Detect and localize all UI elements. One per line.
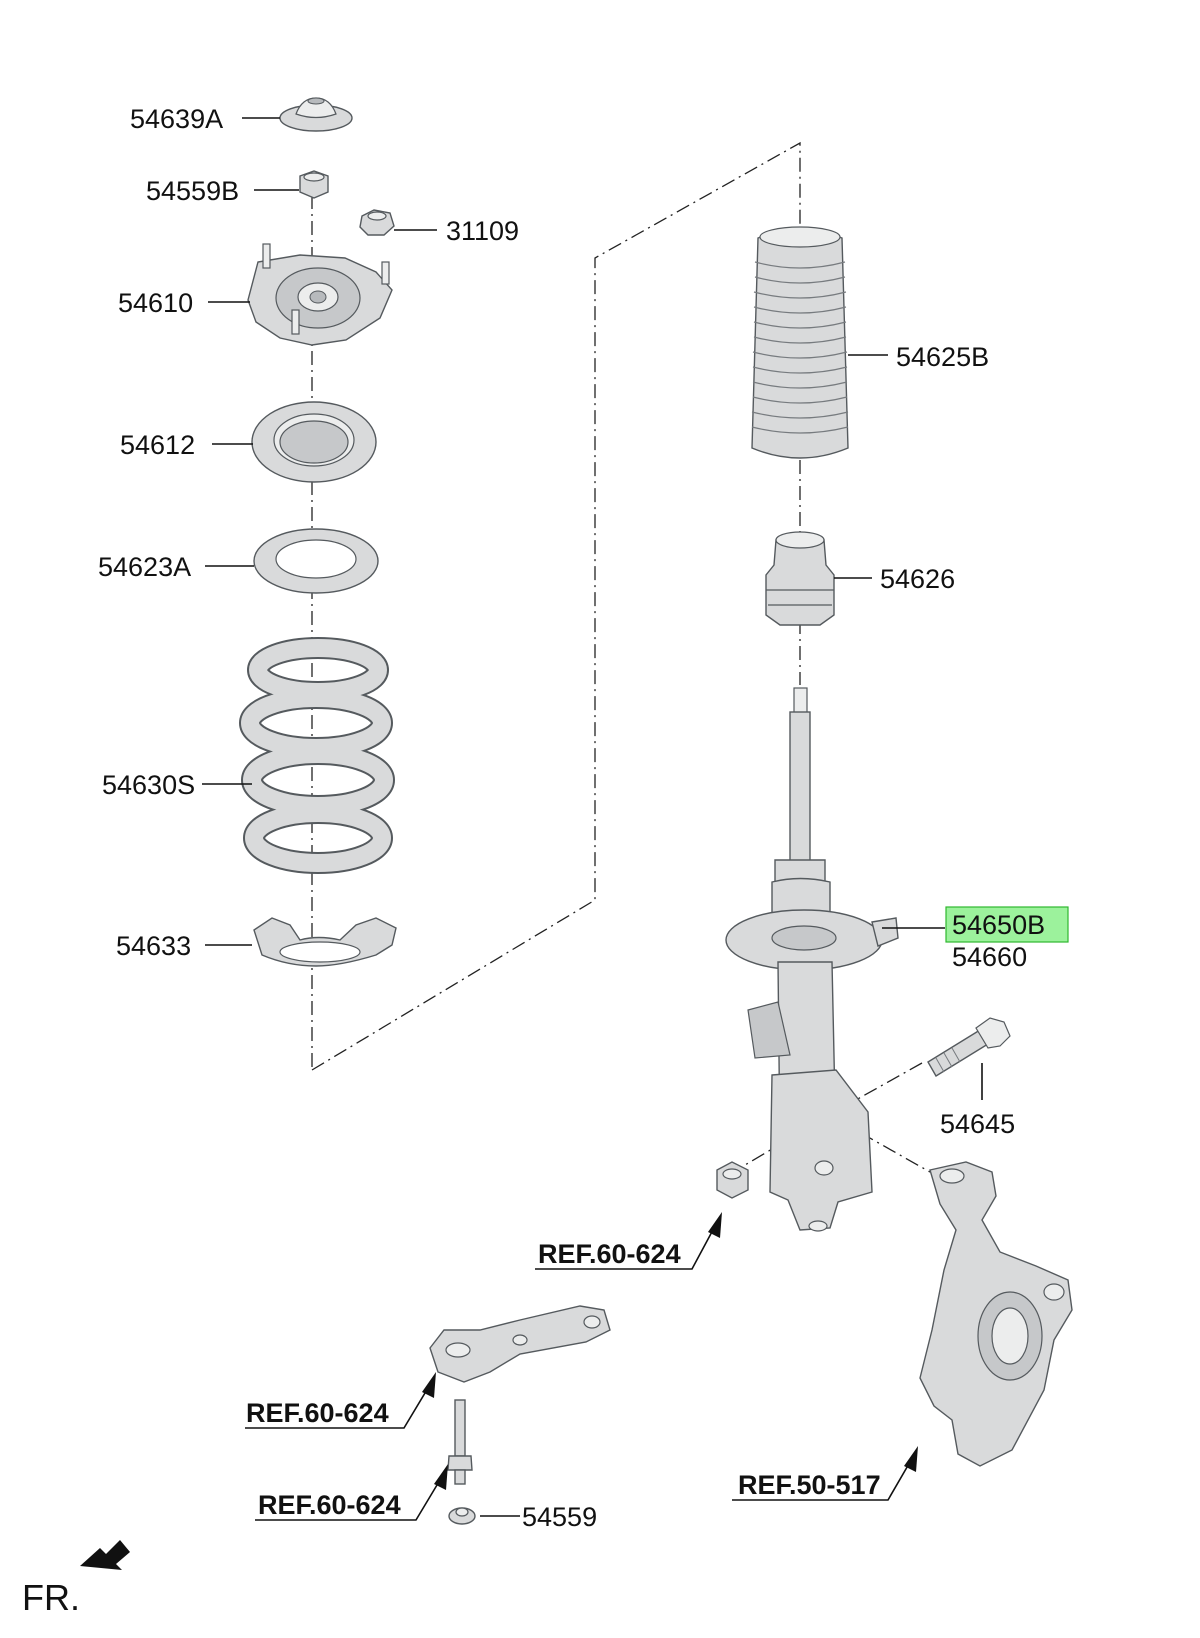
label-54612[interactable]: 54612: [120, 430, 195, 460]
reference-arrows: [422, 1212, 918, 1490]
part-31109-nut: [359, 209, 395, 236]
part-54626-bump-stopper: [765, 531, 835, 626]
label-ref-50-517[interactable]: REF.50-517: [738, 1470, 881, 1500]
highlight-54650B: [945, 906, 1069, 943]
part-lower-bracket: [429, 1305, 611, 1383]
assembly-guide-lines: [311, 141, 931, 1173]
label-54660[interactable]: 54660: [952, 942, 1027, 972]
part-54639A-cap: [279, 97, 353, 132]
label-54610[interactable]: 54610: [118, 288, 193, 318]
part-54623A-pad: [253, 528, 379, 594]
part-labels: 54639A 54559B 31109 54610 54612 54623A 5…: [98, 104, 1045, 1532]
part-strut-nut: [716, 1161, 749, 1199]
label-54559[interactable]: 54559: [522, 1502, 597, 1532]
label-54623A[interactable]: 54623A: [98, 552, 191, 582]
label-54559B[interactable]: 54559B: [146, 176, 239, 206]
label-ref-60-624-strut[interactable]: REF.60-624: [538, 1239, 681, 1269]
part-54559-nut: [448, 1507, 476, 1525]
front-label: FR.: [22, 1577, 80, 1618]
part-54645-bolt: [927, 1017, 1011, 1077]
label-54625B[interactable]: 54625B: [896, 342, 989, 372]
label-31109[interactable]: 31109: [446, 216, 519, 246]
label-54639A[interactable]: 54639A: [130, 104, 223, 134]
label-54626[interactable]: 54626: [880, 564, 955, 594]
part-54559B-nut: [299, 170, 329, 199]
leader-lines: [202, 117, 983, 1521]
label-ref-60-624-bracket[interactable]: REF.60-624: [246, 1398, 389, 1428]
part-54625B-dust-boot: [751, 226, 849, 459]
part-54630S-coil-spring: [239, 637, 395, 874]
part-steering-knuckle: [919, 1161, 1073, 1467]
label-ref-60-624-bolt[interactable]: REF.60-624: [258, 1490, 401, 1520]
part-54612-bearing: [251, 401, 377, 483]
label-54633[interactable]: 54633: [116, 931, 191, 961]
front-arrow-icon: [80, 1540, 130, 1570]
part-54610-strut-mount: [247, 243, 393, 346]
part-54650B-strut-assembly: [725, 687, 899, 1232]
label-54630S[interactable]: 54630S: [102, 770, 195, 800]
label-54645[interactable]: 54645: [940, 1109, 1015, 1139]
label-54650B[interactable]: 54650B: [952, 910, 1045, 940]
part-stud-bolt: [447, 1399, 473, 1485]
part-54633-lower-seat: [253, 917, 397, 967]
front-direction-indicator: FR.: [22, 1540, 130, 1618]
